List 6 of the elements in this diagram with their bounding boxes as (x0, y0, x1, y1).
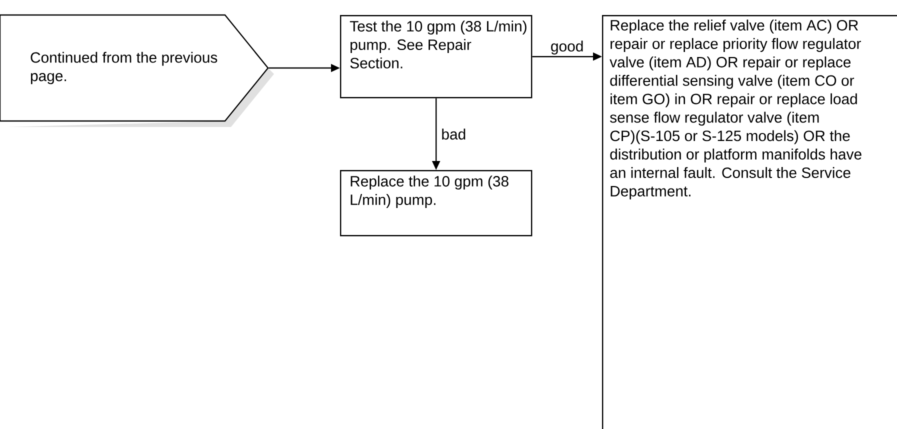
action-box: Replace the relief valve (item AC) OR repair or replace priority flow regulator valve (item AD) OR repair or replace differential sensing valve (item CO or item GO) in OR repair or replace load sense flow regulator valve (item CP)(S-105 or S-125 models) OR the distribution or platform manifolds have an internal fault. Consult the Service Department. (602, 15, 897, 429)
start-pentagon: Continued from the previous page. (0, 14, 274, 127)
edge-label: good (548, 39, 586, 56)
edge-label: bad (440, 127, 468, 142)
process-box: Replace the 10 gpm (38 L/min) pump. (340, 170, 532, 236)
process-box: Test the 10 gpm (38 L/min) pump. See Repair Section. (340, 15, 532, 98)
